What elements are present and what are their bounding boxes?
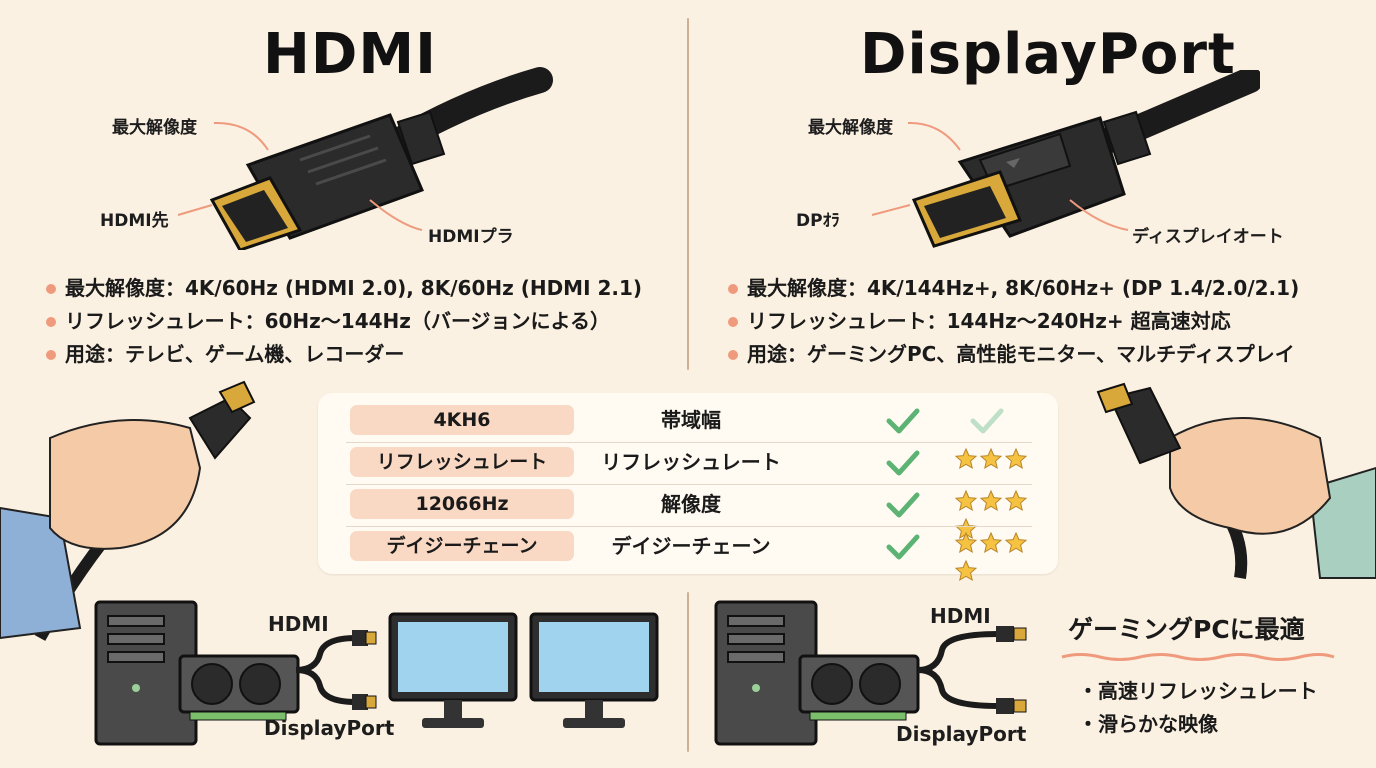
hdmi-label-max-resolution: 最大解像度 — [112, 118, 197, 138]
displayport-title: DisplayPort — [860, 22, 1236, 87]
check-icon — [886, 534, 920, 560]
star-icon — [954, 559, 978, 582]
cables-left-illustration — [296, 630, 377, 710]
hdmi-spec-list: 最大解像度：4K/60Hz (HDMI 2.0), 8K/60Hz (HDMI … — [46, 272, 642, 371]
hdmi-spec-text: 最大解像度：4K/60Hz (HDMI 2.0), 8K/60Hz (HDMI … — [65, 276, 643, 300]
table-row: 12066Hz 解像度 — [346, 485, 1032, 540]
list-item: ・滑らかな映像 — [1078, 712, 1218, 736]
hdmi-label-tip: HDMI先 — [100, 211, 169, 231]
table-row: デイジーチェーン デイジーチェーン — [346, 527, 1032, 582]
star-icon — [954, 489, 978, 512]
list-item: ・高速リフレッシュレート — [1078, 679, 1318, 703]
hdmi-spec-text: リフレッシュレート：60Hz〜144Hz（バージョンによる） — [65, 309, 610, 333]
table-row: 4KH6 帯域幅 — [346, 401, 1032, 443]
table-row-label: 帯域幅 — [661, 408, 721, 432]
row-separator — [346, 442, 1032, 443]
bullet-dot — [728, 316, 738, 327]
check-icon-faded — [970, 408, 1004, 434]
table-row-label: 解像度 — [661, 492, 721, 516]
hdmi-connector-illustration — [209, 67, 553, 250]
hdmi-spec-text: 用途：テレビ、ゲーム機、レコーダー — [65, 342, 405, 366]
hdmi-spec-item: リフレッシュレート：60Hz〜144Hz（バージョンによる） — [46, 305, 642, 338]
star-icon — [1004, 531, 1028, 554]
row-separator — [346, 484, 1032, 485]
hand-holding-dp-illustration — [1096, 382, 1376, 579]
hand-holding-hdmi-illustration — [0, 380, 256, 641]
star-icon — [954, 447, 978, 470]
bottom-left-hdmi-label: HDMI — [268, 612, 329, 636]
hdmi-spec-item: 最大解像度：4K/60Hz (HDMI 2.0), 8K/60Hz (HDMI … — [46, 272, 642, 305]
hdmi-title: HDMI — [263, 22, 437, 87]
table-row-pill: デイジーチェーン — [350, 531, 574, 561]
dp-label-max-resolution: 最大解像度 — [808, 118, 893, 138]
graphics-card-right-illustration — [798, 654, 920, 721]
dp-spec-item: 用途：ゲーミングPC、高性能モニター、マルチディスプレイ — [728, 338, 1299, 371]
dp-label-port: ディスプレイオート — [1132, 227, 1284, 247]
gaming-benefits-list: ・高速リフレッシュレート ・滑らかな映像 — [1078, 675, 1318, 741]
cables-right-illustration — [918, 626, 1027, 714]
table-row-pill: 12066Hz — [350, 489, 574, 519]
star-rating — [954, 447, 1029, 475]
graphics-card-left-illustration — [178, 654, 300, 721]
monitor-icon — [388, 612, 518, 728]
wavy-underline — [1061, 653, 1335, 661]
center-divider-top — [687, 18, 689, 370]
star-icon — [979, 447, 1003, 470]
dp-spec-text: 用途：ゲーミングPC、高性能モニター、マルチディスプレイ — [747, 342, 1295, 366]
hdmi-label-plug: HDMIプラ — [428, 227, 514, 247]
check-icon — [886, 492, 920, 518]
gaming-pc-heading: ゲーミングPCに最適 — [1068, 615, 1305, 644]
table-row-pill: リフレッシュレート — [350, 447, 574, 477]
center-divider-bottom — [687, 592, 689, 752]
bullet-dot — [46, 283, 56, 294]
dp-spec-text: リフレッシュレート：144Hz〜240Hz+ 超高速対応 — [747, 309, 1231, 333]
bullet-dot — [46, 349, 56, 360]
dp-spec-item: 最大解像度：4K/144Hz+, 8K/60Hz+ (DP 1.4/2.0/2.… — [728, 272, 1299, 305]
star-icon — [979, 531, 1003, 554]
hdmi-spec-item: 用途：テレビ、ゲーム機、レコーダー — [46, 338, 642, 371]
bottom-right-hdmi-label: HDMI — [930, 604, 991, 628]
dp-spec-list: 最大解像度：4K/144Hz+, 8K/60Hz+ (DP 1.4/2.0/2.… — [728, 272, 1299, 371]
check-icon — [886, 450, 920, 476]
bullet-dot — [46, 316, 56, 327]
monitor-icon — [529, 612, 659, 728]
star-icon — [1004, 489, 1028, 512]
star-icon — [979, 489, 1003, 512]
star-icon — [954, 531, 978, 554]
dp-spec-item: リフレッシュレート：144Hz〜240Hz+ 超高速対応 — [728, 305, 1299, 338]
comparison-table: 4KH6 帯域幅 リフレッシュレート リフレッシュレート 12066Hz 解像度… — [318, 393, 1058, 582]
row-separator — [346, 526, 1032, 527]
callout-lines — [177, 121, 1129, 231]
star-icon — [1004, 447, 1028, 470]
displayport-connector-illustration — [911, 70, 1260, 248]
bullet-dot — [728, 283, 738, 294]
bullet-dot — [728, 349, 738, 360]
bottom-left-dp-label: DisplayPort — [264, 716, 395, 740]
table-row: リフレッシュレート リフレッシュレート — [346, 443, 1032, 485]
check-icon — [886, 408, 920, 434]
dp-label-tip: DPｵﾗ — [796, 211, 840, 231]
pc-tower-left-illustration — [94, 600, 198, 746]
table-row-label: デイジーチェーン — [611, 534, 771, 558]
bottom-right-dp-label: DisplayPort — [896, 722, 1027, 746]
dp-spec-text: 最大解像度：4K/144Hz+, 8K/60Hz+ (DP 1.4/2.0/2.… — [747, 276, 1300, 300]
pc-tower-right-illustration — [714, 600, 818, 746]
table-row-pill: 4KH6 — [350, 405, 574, 435]
star-rating — [954, 531, 1032, 587]
table-row-label: リフレッシュレート — [601, 450, 781, 474]
